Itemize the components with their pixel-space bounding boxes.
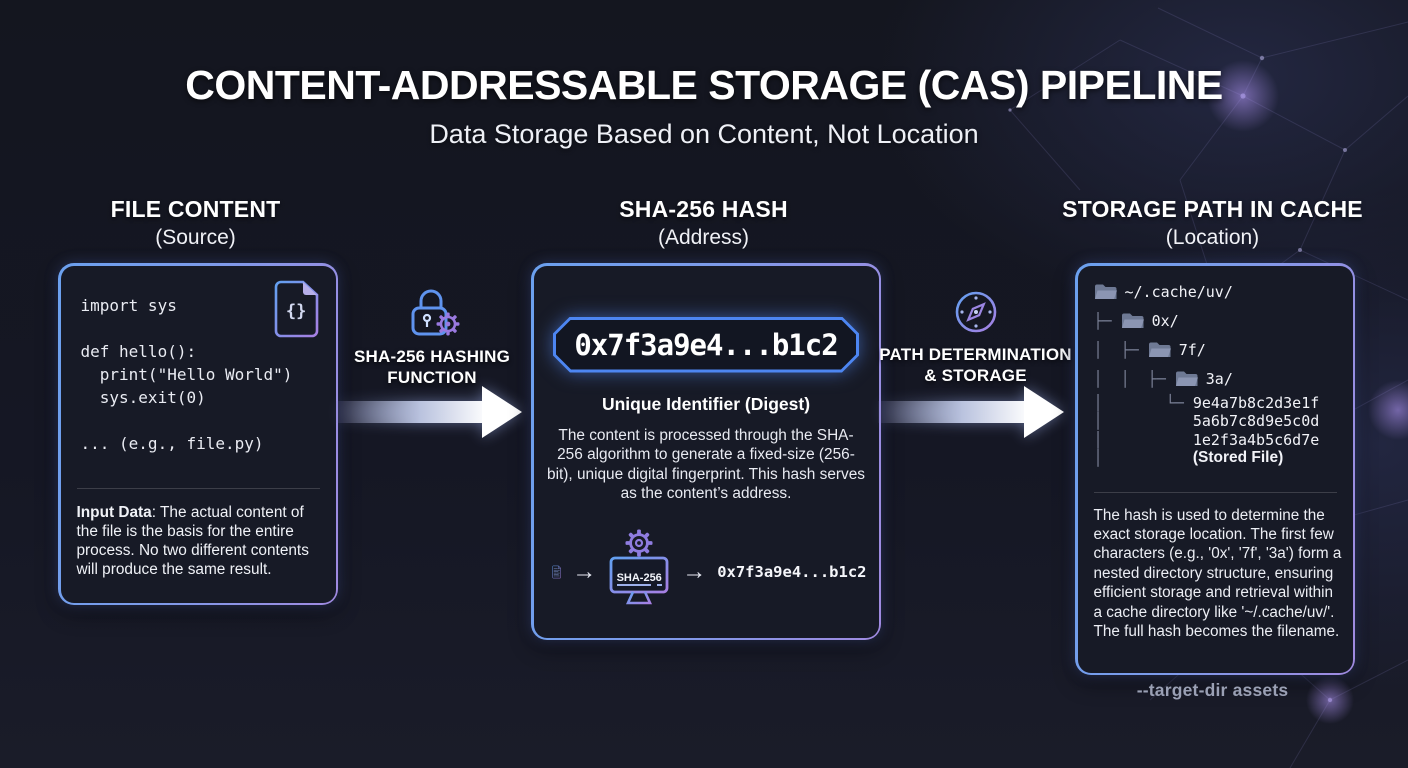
flow-arrow-hashing: [336, 386, 522, 438]
path-connector: PATH DETERMINATION & STORAGE: [876, 289, 1075, 386]
input-data-label: Input Data: [76, 503, 152, 521]
folder-icon: [1175, 371, 1199, 388]
tree-row-level3: │ │ ├─ 3a/: [1093, 370, 1233, 388]
hash-card: 0x7f3a9e4...b1c2 Unique Identifier (Dige…: [531, 263, 881, 640]
code-line: sys.exit(0): [80, 387, 206, 407]
tree-row-root: ~/.cache/uv/: [1094, 278, 1347, 307]
page-title: CONTENT-ADDRESSABLE STORAGE (CAS) PIPELI…: [185, 62, 1223, 108]
source-card: import sys def hello(): print("Hello Wor…: [58, 263, 338, 605]
path-label-line2: & STORAGE: [924, 366, 1027, 385]
digest-label: Unique Identifier (Digest): [601, 393, 811, 414]
tree-row-file: │ └─ 9e4a7b8c2d3e1f: [1093, 393, 1320, 412]
code-line: [81, 317, 293, 340]
document-icon: [551, 564, 561, 578]
source-divider: [76, 487, 320, 489]
target-dir-flag: --target-dir assets: [1136, 680, 1289, 700]
input-data-text: : The actual content of the file is the …: [76, 503, 309, 579]
hashing-connector: SHA-256 HASHING FUNCTION: [333, 287, 531, 388]
source-heading: FILE CONTENT: [110, 196, 281, 222]
flow-arrow-path: [878, 386, 1064, 438]
hash-heading: SHA-256 HASH: [619, 196, 788, 222]
folder-icon: [1094, 284, 1118, 301]
storage-divider: [1093, 491, 1337, 493]
code-line: ... (e.g., file.py): [80, 433, 264, 453]
storage-card: ~/.cache/uv/ ├─ 0x/ │ ├─ 7f/ │ │ ├─ 3a/: [1075, 263, 1355, 675]
hash-description: The content is processed through the SHA…: [547, 426, 865, 503]
lock-gear-icon: [411, 289, 460, 336]
mini-flow: →: [551, 524, 867, 620]
compass-icon: [955, 291, 996, 333]
code-block: import sys def hello(): print("Hello Wor…: [81, 294, 293, 455]
code-line: [81, 409, 293, 432]
tree-row-level2: │ ├─ 7f/: [1093, 341, 1206, 359]
tree-row-stored-file: │ (Stored File): [1093, 449, 1284, 468]
directory-tree: ~/.cache/uv/ ├─ 0x/ │ ├─ 7f/ │ │ ├─ 3a/: [1094, 278, 1347, 468]
storage-description: The hash is used to determine the exact …: [1093, 506, 1342, 640]
sha256-machine-icon: SHA-256: [607, 528, 671, 616]
source-subheading: (Source): [155, 226, 236, 249]
braces-glyph: {}: [285, 300, 307, 321]
machine-label: SHA-256: [616, 571, 662, 584]
arrow-glyph: →: [682, 557, 707, 585]
code-line: def hello():: [80, 341, 197, 361]
storage-subheading: (Location): [1165, 226, 1260, 249]
input-data-note: Input Data: The actual content of the fi…: [77, 503, 324, 580]
source-column-heading: FILE CONTENT (Source): [58, 196, 333, 250]
hashing-label-line1: SHA-256 HASHING: [353, 347, 511, 366]
hash-column-heading: SHA-256 HASH (Address): [531, 196, 876, 250]
header: CONTENT-ADDRESSABLE STORAGE (CAS) PIPELI…: [0, 62, 1408, 150]
storage-column-heading: STORAGE PATH IN CACHE (Location): [1060, 196, 1365, 250]
hashing-label-line2: FUNCTION: [387, 368, 477, 387]
tree-row-file: │ 1e2f3a4b5c6d7e: [1093, 430, 1320, 449]
tree-row-level1: ├─ 0x/: [1093, 312, 1179, 330]
braces-file-icon: {}: [272, 280, 322, 338]
tree-row-file: │ 5a6b7c8d9e5c0d: [1093, 412, 1320, 431]
hash-value: 0x7f3a9e4...b1c2: [574, 327, 838, 362]
hash-subheading: (Address): [657, 226, 750, 249]
folder-icon: [1148, 342, 1172, 359]
arrow-glyph: →: [572, 557, 597, 585]
path-label-line1: PATH DETERMINATION: [879, 345, 1072, 364]
hash-pill: 0x7f3a9e4...b1c2: [553, 317, 859, 373]
storage-heading: STORAGE PATH IN CACHE: [1062, 196, 1363, 222]
folder-icon: [1121, 313, 1145, 330]
page-subtitle: Data Storage Based on Content, Not Locat…: [429, 119, 979, 149]
mini-flow-result: 0x7f3a9e4...b1c2: [717, 562, 867, 581]
code-line: print("Hello World"): [80, 364, 293, 384]
code-line: import sys: [80, 295, 177, 315]
